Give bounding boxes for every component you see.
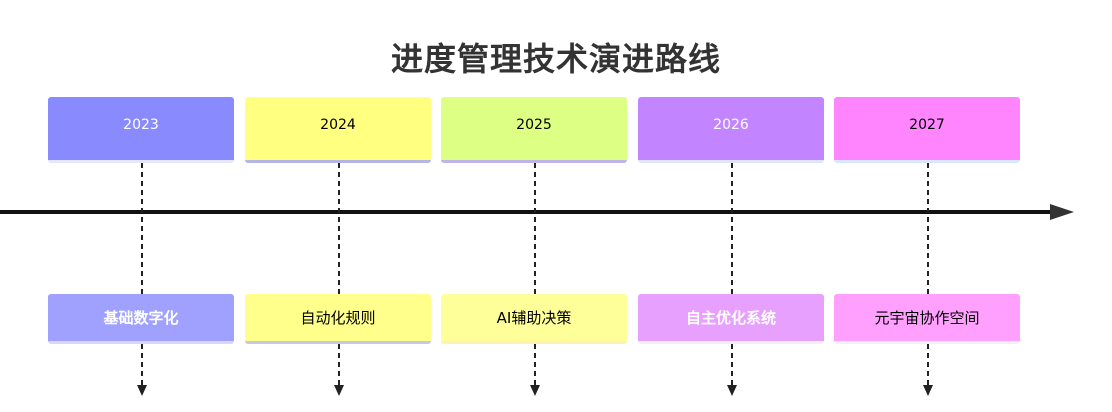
year-label: 2024 [320,116,356,133]
event-box-2027: 元宇宙协作空间 [834,294,1020,344]
year-box-2027: 2027 [834,97,1020,163]
down-arrow-icon [727,385,737,396]
timeline-axis-arrowhead [1050,204,1074,220]
event-box-2023: 基础数字化 [48,294,234,344]
year-label: 2025 [516,116,552,133]
event-label: 自动化规则 [300,309,376,327]
down-arrow-icon [137,385,147,396]
event-box-2026: 自主优化系统 [638,294,824,344]
year-label: 2027 [909,116,945,133]
diagram-title: 进度管理技术演进路线 [390,40,721,78]
event-label: AI辅助决策 [496,309,572,327]
down-arrow-icon [334,385,344,396]
year-label: 2026 [713,116,749,133]
down-arrow-icon [923,385,933,396]
event-box-2025: AI辅助决策 [441,294,627,344]
year-label: 2023 [123,116,159,133]
year-box-2023: 2023 [48,97,234,163]
year-box-2025: 2025 [441,97,627,163]
down-arrow-icon [530,385,540,396]
year-box-2026: 2026 [638,97,824,163]
event-label: 基础数字化 [103,309,179,327]
event-box-2024: 自动化规则 [245,294,431,344]
event-label: 元宇宙协作空间 [874,309,980,327]
year-box-2024: 2024 [245,97,431,163]
event-label: 自主优化系统 [685,309,776,327]
